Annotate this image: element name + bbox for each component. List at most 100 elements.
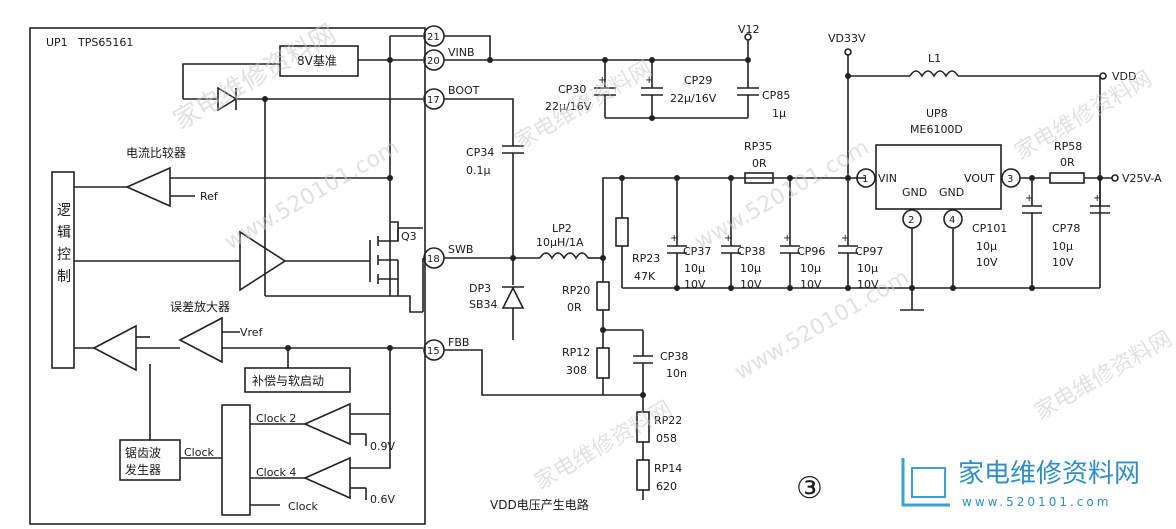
clock-label: Clock <box>184 446 215 459</box>
chip-part: TPS65161 <box>77 36 133 49</box>
svg-text:+: + <box>1025 193 1033 204</box>
svg-text:10V: 10V <box>740 278 762 291</box>
rp23-ref: RP23 <box>632 252 660 265</box>
rp20-val: 0R <box>567 301 582 314</box>
clock4-label: Clock 4 <box>256 466 296 479</box>
logic-block <box>51 171 75 369</box>
caption: VDD电压产生电路 <box>490 497 589 512</box>
lp2-val: 10μH/1A <box>536 236 584 249</box>
svg-text:家电维修资料网: 家电维修资料网 <box>511 57 657 156</box>
lp2-ref: LP2 <box>552 222 572 235</box>
rp14-ref: RP14 <box>654 462 682 475</box>
svg-text:家电维修资料网: 家电维修资料网 <box>169 19 342 136</box>
svg-text:10V: 10V <box>976 256 998 269</box>
svg-text:10μ: 10μ <box>976 240 997 253</box>
svg-text:+: + <box>598 75 606 86</box>
up8-ref: UP8 <box>926 107 948 120</box>
svg-text:10V: 10V <box>684 278 706 291</box>
pin-15-name: FBB <box>448 336 469 349</box>
up8-pin3: 3 <box>1007 174 1013 185</box>
comp-soft-label: 补偿与软启动 <box>252 373 324 388</box>
clock-divider-box <box>221 404 251 516</box>
pin-17-name: BOOT <box>448 84 480 97</box>
cp37-ref: CP37 <box>683 245 711 258</box>
sawtooth-label-2: 发生器 <box>125 462 161 477</box>
svg-text:辑: 辑 <box>57 225 71 241</box>
pwm-comparator <box>92 324 137 372</box>
up8-part: ME6100D <box>910 123 963 136</box>
cp101-ref: CP101 <box>972 222 1007 235</box>
dp3-val: SB34 <box>469 298 498 311</box>
svg-text:+: + <box>645 75 653 86</box>
pin-18-name: SWB <box>448 243 473 256</box>
cp38b-val: 10n <box>666 367 687 380</box>
svg-text:控: 控 <box>57 247 71 263</box>
ref-label: Ref <box>200 190 219 203</box>
pin-17-num: 17 <box>427 95 440 106</box>
site-logo: 家电维修资料网 www.520101.com <box>901 458 1140 509</box>
vd33v-label: VD33V <box>828 32 866 45</box>
error-amplifier <box>178 316 223 364</box>
v25-label: V25V-A <box>1122 172 1162 185</box>
pin-20-num: 20 <box>427 56 440 67</box>
cp30-ref: CP30 <box>558 83 586 96</box>
vdd-label: VDD <box>1112 70 1136 83</box>
chip-outline <box>29 27 426 525</box>
rp58-val: 0R <box>1060 156 1075 169</box>
svg-text:+: + <box>783 233 791 244</box>
svg-text:www.520101.com: www.520101.com <box>221 135 404 255</box>
clock-comparator-1 <box>303 402 351 446</box>
svg-text:家电维修资料网: 家电维修资料网 <box>531 397 677 496</box>
svg-text:+: + <box>841 233 849 244</box>
current-cmp-label: 电流比较器 <box>126 145 186 160</box>
rp58-ref: RP58 <box>1054 140 1082 153</box>
rp22-val: 058 <box>656 432 677 445</box>
up8-pin2: 2 <box>908 215 914 226</box>
svg-text:10V: 10V <box>857 278 879 291</box>
svg-text:10μ: 10μ <box>740 262 761 275</box>
svg-text:10V: 10V <box>800 278 822 291</box>
rp14-val: 620 <box>656 480 677 493</box>
up8-pin4: 4 <box>949 215 955 226</box>
cp34-val: 0.1μ <box>466 164 491 177</box>
err-amp-label: 误差放大器 <box>170 299 230 314</box>
clock-bar-label: Clock <box>288 500 319 513</box>
svg-text:制: 制 <box>57 269 71 285</box>
rp12-ref: RP12 <box>562 346 590 359</box>
svg-text:+: + <box>1093 193 1101 204</box>
svg-text:+: + <box>670 233 678 244</box>
rp20-ref: RP20 <box>562 284 590 297</box>
svg-text:10μ: 10μ <box>1052 240 1073 253</box>
svg-text:逻: 逻 <box>57 203 71 219</box>
clock2-label: Clock 2 <box>256 412 296 425</box>
pin-15-num: 15 <box>427 346 440 357</box>
v12-label: V12 <box>738 23 760 36</box>
svg-text:10μ: 10μ <box>857 262 878 275</box>
rp35-ref: RP35 <box>744 140 772 153</box>
svg-text:家电维修资料网: 家电维修资料网 <box>958 459 1140 489</box>
chip-ref: UP1 <box>46 36 68 49</box>
l1-ref: L1 <box>928 52 941 65</box>
vref8-label: 8V基准 <box>297 54 337 68</box>
pin-20-name: VINB <box>448 46 475 59</box>
cp34-ref: CP34 <box>466 146 494 159</box>
svg-text:家电维修资料网: 家电维修资料网 <box>1011 67 1157 166</box>
up8-box <box>875 144 1002 210</box>
cp30-val: 22μ/16V <box>545 100 592 113</box>
rp22-ref: RP22 <box>654 414 682 427</box>
svg-text:+: + <box>724 233 732 244</box>
v09-label: 0.9V <box>370 440 395 453</box>
up8-vin: VIN <box>878 172 897 185</box>
cp38-ref: CP38 <box>737 245 765 258</box>
svg-text:www.520101.com: www.520101.com <box>962 495 1111 509</box>
clock-comparator-2 <box>303 456 351 500</box>
sawtooth-label-1: 锯齿波 <box>125 445 161 460</box>
rp35-val: 0R <box>752 157 767 170</box>
cp38b-ref: CP38 <box>660 350 688 363</box>
pin-21-num: 21 <box>427 32 440 43</box>
svg-text:10μ: 10μ <box>800 262 821 275</box>
q3-label: Q3 <box>401 230 417 243</box>
cp29-val: 22μ/16V <box>670 92 717 105</box>
cp78-ref: CP78 <box>1052 222 1080 235</box>
